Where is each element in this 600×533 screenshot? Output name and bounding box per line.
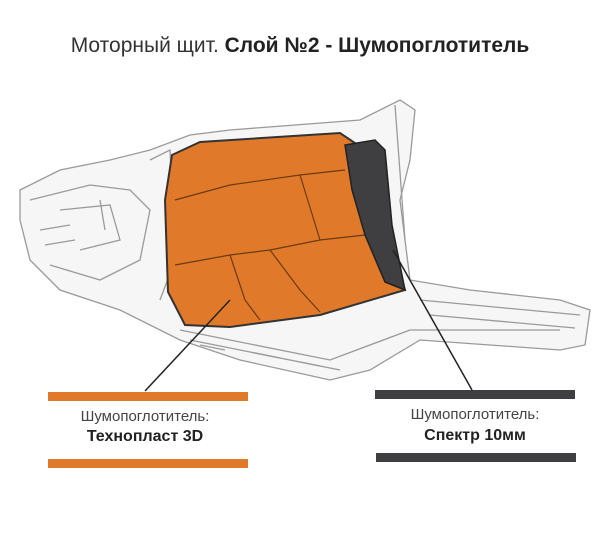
orange-layer-label: Шумопоглотитель:: [80, 408, 210, 425]
title-prefix: Моторный щит.: [70, 34, 219, 57]
dark-absorber-panel: [344, 139, 407, 292]
panel-contours: [174, 169, 366, 321]
leader-line-orange: [144, 299, 231, 392]
title-emphasis: Слой №2 - Шумопоглотитель: [224, 34, 530, 57]
leader-line-dark: [392, 249, 473, 391]
dark-bar-bottom: [376, 453, 576, 462]
dark-layer-label: Шумопоглотитель:: [410, 406, 540, 423]
dark-layer-product: Спектр 10мм: [424, 427, 526, 444]
orange-layer-product: Технопласт 3D: [86, 428, 204, 445]
page-title: Моторный щит. Слой №2 - Шумопоглотитель: [0, 34, 600, 58]
orange-bar-bottom: [48, 459, 248, 468]
dark-bar-top: [375, 390, 575, 399]
orange-bar-top: [48, 392, 248, 401]
